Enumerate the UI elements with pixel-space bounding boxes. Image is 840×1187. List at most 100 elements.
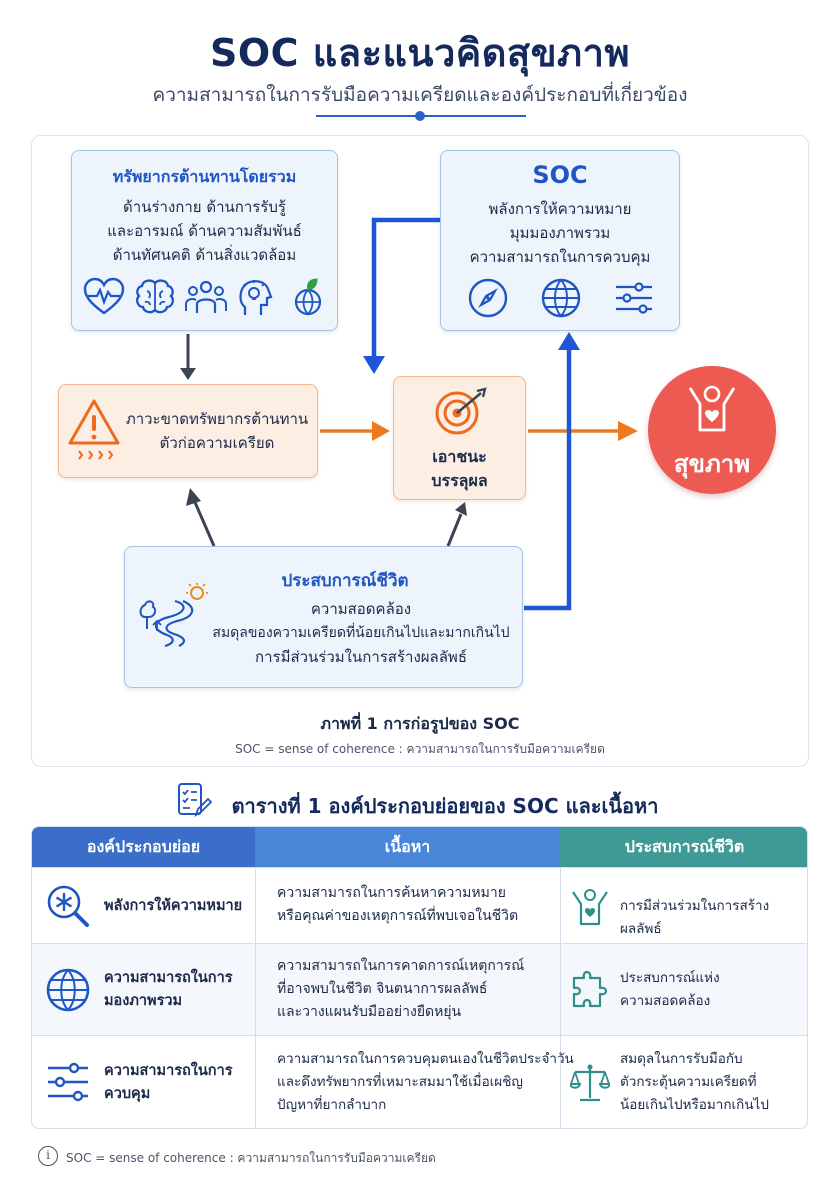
row-1-content-line-1: ความสามารถในการค้นหาความหมาย xyxy=(277,885,506,901)
row-2-component-line-2: มองภาพรวม xyxy=(104,993,183,1009)
row-1-component-line-1: พลังการให้ความหมาย xyxy=(104,898,243,914)
compass-icon xyxy=(468,278,507,318)
soc-icons xyxy=(451,275,671,321)
soc-lines: พลังการให้ความหมาย มุมมองภาพรวม ความสามา… xyxy=(441,197,679,269)
column-divider xyxy=(255,1036,256,1128)
stressor-box: ภาวะขาดทรัพยากรต้านทาน ตัวก่อความเครียด xyxy=(58,384,318,478)
row-3-content-line-3: ปัญหาที่ยากลำบาก xyxy=(277,1097,387,1113)
warning-icon xyxy=(68,399,120,460)
row-3-component: ความสามารถในการ ควบคุม xyxy=(104,1060,233,1106)
life-box: ประสบการณ์ชีวิต ความสอดคล้อง สมดุลของควา… xyxy=(124,546,523,688)
globe-leaf-icon xyxy=(294,278,321,316)
happy-person-icon xyxy=(688,385,736,432)
people-icon xyxy=(184,280,227,313)
path-journey-icon xyxy=(139,583,208,647)
stressor-lines: ภาวะขาดทรัพยากรต้านทาน ตัวก่อความเครียด xyxy=(117,407,317,455)
row-3-content-line-1: ความสามารถในการควบคุมตนเองในชีวิตประจำวั… xyxy=(277,1051,574,1067)
heart-pulse-icon xyxy=(83,277,124,315)
resources-title: ทรัพยากรต้านทานโดยรวม xyxy=(112,167,297,186)
row-1-experience: การมีส่วนร่วมในการสร้างผลลัพธ์ xyxy=(620,895,807,941)
row-2-content-line-2: ที่อาจพบในชีวิต จินตนาการผลลัพธ์ xyxy=(277,981,488,997)
scale-icon xyxy=(570,1064,610,1102)
page-subtitle: ความสามารถในการรับมือความเครียดและองค์ปร… xyxy=(152,84,688,106)
puzzle-icon xyxy=(572,970,608,1008)
sliders-icon xyxy=(48,1062,88,1102)
diagram-arrows xyxy=(180,217,638,611)
row-1-experience-line-1: การมีส่วนร่วมในการสร้างผลลัพธ์ xyxy=(620,898,770,937)
life-line-2: สมดุลของความเครียดที่น้อยเกินไปและมากเกิ… xyxy=(212,625,510,641)
column-divider xyxy=(560,868,561,944)
checklist-icon xyxy=(178,783,212,818)
life-line-3: การมีส่วนร่วมในการสร้างผลลัพธ์ xyxy=(255,648,467,666)
row-3-component-line-2: ควบคุม xyxy=(104,1086,151,1102)
column-divider xyxy=(255,944,256,1036)
resources-lines: ด้านร่างกาย ด้านการรับรู้ และอารมณ์ ด้าน… xyxy=(72,195,337,267)
row-3-experience-line-2: ตัวกระตุ้นความเครียดที่ xyxy=(620,1074,757,1090)
health-circle: สุขภาพ xyxy=(648,366,776,494)
table-row: ความสามารถในการ มองภาพรวม ความสามารถในกา… xyxy=(32,943,807,1036)
soc-box: SOC พลังการให้ความหมาย มุมมองภาพรวม ความ… xyxy=(440,150,680,331)
column-divider xyxy=(255,868,256,944)
row-2-content-line-1: ความสามารถในการคาดการณ์เหตุการณ์ xyxy=(277,958,525,974)
row-2-component-line-1: ความสามารถในการ xyxy=(104,970,233,986)
resources-icons xyxy=(78,273,333,321)
resources-box: ทรัพยากรต้านทานโดยรวม ด้านร่างกาย ด้านกา… xyxy=(71,150,338,331)
page-title: SOC และแนวคิดสุขภาพ xyxy=(210,31,630,75)
row-1-content: ความสามารถในการค้นหาความหมาย หรือคุณค่าข… xyxy=(277,882,518,928)
table-header-component: องค์ประกอบย่อย xyxy=(32,827,255,867)
stressor-line-2: ตัวก่อความเครียด xyxy=(159,434,275,452)
table-heading: ตารางที่ 1 องค์ประกอบย่อยของ SOC และเนื้… xyxy=(231,794,659,818)
components-table: องค์ประกอบย่อย เนื้อหา ประสบการณ์ชีวิต พ… xyxy=(31,826,808,1129)
row-3-content-line-2: และดึงทรัพยากรที่เหมาะสมมาใช้เมื่อเผชิญ xyxy=(277,1074,523,1090)
row-3-component-line-1: ความสามารถในการ xyxy=(104,1063,233,1079)
life-title: ประสบการณ์ชีวิต xyxy=(281,571,409,591)
row-3-experience-line-1: สมดุลในการรับมือกับ xyxy=(620,1051,743,1067)
row-2-content: ความสามารถในการคาดการณ์เหตุการณ์ ที่อาจพ… xyxy=(277,955,524,1024)
soc-line-3: ความสามารถในการควบคุม xyxy=(469,248,651,266)
row-2-content-line-3: และวางแผนรับมืออย่างยืดหยุ่น xyxy=(277,1004,462,1020)
globe-icon xyxy=(541,278,581,318)
arrow-life-to-soc xyxy=(524,332,580,611)
table-header-content: เนื้อหา xyxy=(255,827,560,867)
search-asterisk-icon xyxy=(47,885,89,927)
row-2-experience-line-1: ประสบการณ์แห่ง xyxy=(620,970,720,986)
row-2-experience-line-2: ความสอดคล้อง xyxy=(620,993,711,1009)
footer-note: SOC = sense of coherence : ความสามารถในก… xyxy=(66,1151,436,1165)
arrow-life-to-outcome xyxy=(446,502,467,547)
resources-line-2: และอารมณ์ ด้านความสัมพันธ์ xyxy=(107,222,302,240)
globe-icon xyxy=(46,968,90,1012)
info-icon: i xyxy=(38,1146,58,1166)
target-icon xyxy=(435,387,487,435)
soc-line-2: มุมมองภาพรวม xyxy=(509,224,611,242)
outcome-box: เอาชนะ บรรลุผล xyxy=(393,376,526,500)
arrow-resources-to-stressor xyxy=(180,334,196,380)
figure-note: SOC = sense of coherence : ความสามารถในก… xyxy=(235,742,605,756)
life-line-1: ความสอดคล้อง xyxy=(310,600,412,618)
arrow-soc-to-outcome xyxy=(363,217,440,374)
row-2-component: ความสามารถในการ มองภาพรวม xyxy=(104,967,233,1013)
head-idea-icon xyxy=(238,280,272,315)
figure-caption: ภาพที่ 1 การก่อรูปของ SOC xyxy=(320,714,520,733)
table-row: ความสามารถในการ ควบคุม ความสามารถในการคว… xyxy=(32,1035,807,1128)
row-3-experience: สมดุลในการรับมือกับ ตัวกระตุ้นความเครียด… xyxy=(620,1048,769,1117)
arrow-stressor-to-outcome xyxy=(320,421,390,441)
row-2-experience: ประสบการณ์แห่ง ความสอดคล้อง xyxy=(620,967,720,1013)
health-label: สุขภาพ xyxy=(673,450,751,478)
soc-title: SOC xyxy=(532,161,588,189)
sliders-icon xyxy=(616,282,653,314)
table-header-experience: ประสบการณ์ชีวิต xyxy=(560,827,807,867)
title-divider-dot xyxy=(415,111,425,121)
row-1-component: พลังการให้ความหมาย xyxy=(104,895,242,918)
arrow-outcome-to-health xyxy=(528,421,638,441)
resources-line-1: ด้านร่างกาย ด้านการรับรู้ xyxy=(123,198,286,216)
resources-line-3: ด้านทัศนคติ ด้านสิ่งแวดล้อม xyxy=(112,246,297,264)
row-3-experience-line-3: น้อยเกินไปหรือมากเกินไป xyxy=(620,1097,769,1113)
column-divider xyxy=(560,1036,561,1128)
row-1-content-line-2: หรือคุณค่าของเหตุการณ์ที่พบเจอในชีวิต xyxy=(277,908,519,924)
outcome-line-2: บรรลุผล xyxy=(431,471,488,490)
stressor-line-1: ภาวะขาดทรัพยากรต้านทาน xyxy=(125,410,309,428)
soc-line-1: พลังการให้ความหมาย xyxy=(488,200,632,218)
table-row: พลังการให้ความหมาย ความสามารถในการค้นหาค… xyxy=(32,867,807,944)
outcome-lines: เอาชนะ บรรลุผล xyxy=(394,445,525,493)
person-heart-icon xyxy=(572,889,608,926)
